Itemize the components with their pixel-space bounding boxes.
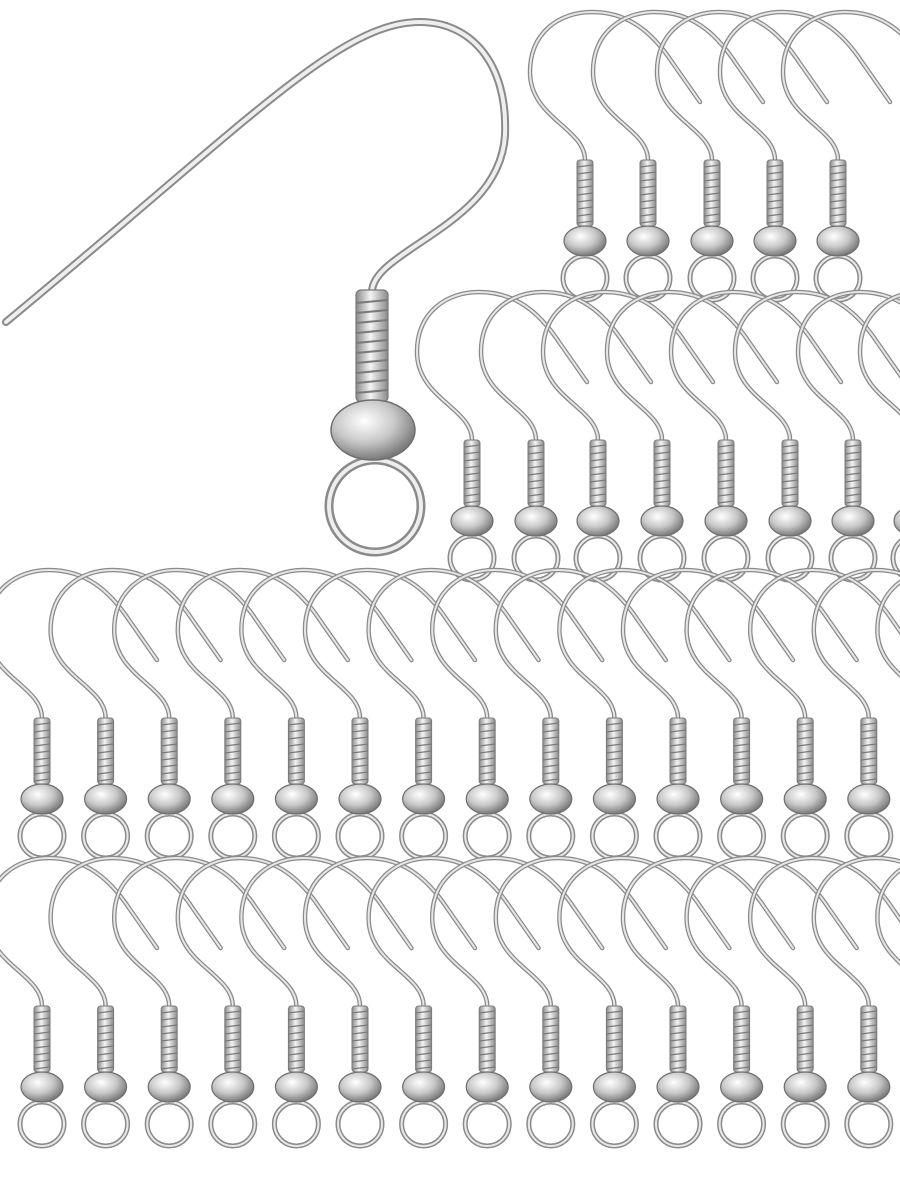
earring-hook [51,570,221,858]
coil-turn [355,389,389,394]
earring-hook [687,570,857,858]
coil-turn [355,299,389,304]
earring-hook [305,570,475,858]
coil-turn [355,349,389,354]
coil-turn [355,359,389,364]
earring-hook [0,858,157,1146]
hook-row-2 [417,292,900,580]
earring-hook [432,858,602,1146]
earring-hook [241,570,411,858]
earring-hook [51,858,221,1146]
earring-hook [305,858,475,1146]
earring-hook [369,570,539,858]
earring-hook [0,570,157,858]
earring-hook [559,858,729,1146]
earring-hook [687,858,857,1146]
earring-hook [432,570,602,858]
earring-hook [623,570,793,858]
hook-row-3 [0,570,900,858]
earring-hook [178,858,348,1146]
earring-hook [623,858,793,1146]
coil-turn [355,369,389,374]
coil-turn [355,339,389,344]
coil-turn [355,309,389,314]
coil-turn [355,319,389,324]
earring-hook [114,858,284,1146]
hook-row-4 [0,858,900,1146]
earring-hook [178,570,348,858]
earring-hook [114,570,284,858]
earring-hook [496,858,666,1146]
earring-hook [369,858,539,1146]
large-earring-hook [2,17,510,557]
coil-turn [355,379,389,384]
earring-hook [241,858,411,1146]
coil-turn [355,329,389,334]
earring-hook [559,570,729,858]
hook-row-1 [530,12,900,300]
earring-hook [496,570,666,858]
